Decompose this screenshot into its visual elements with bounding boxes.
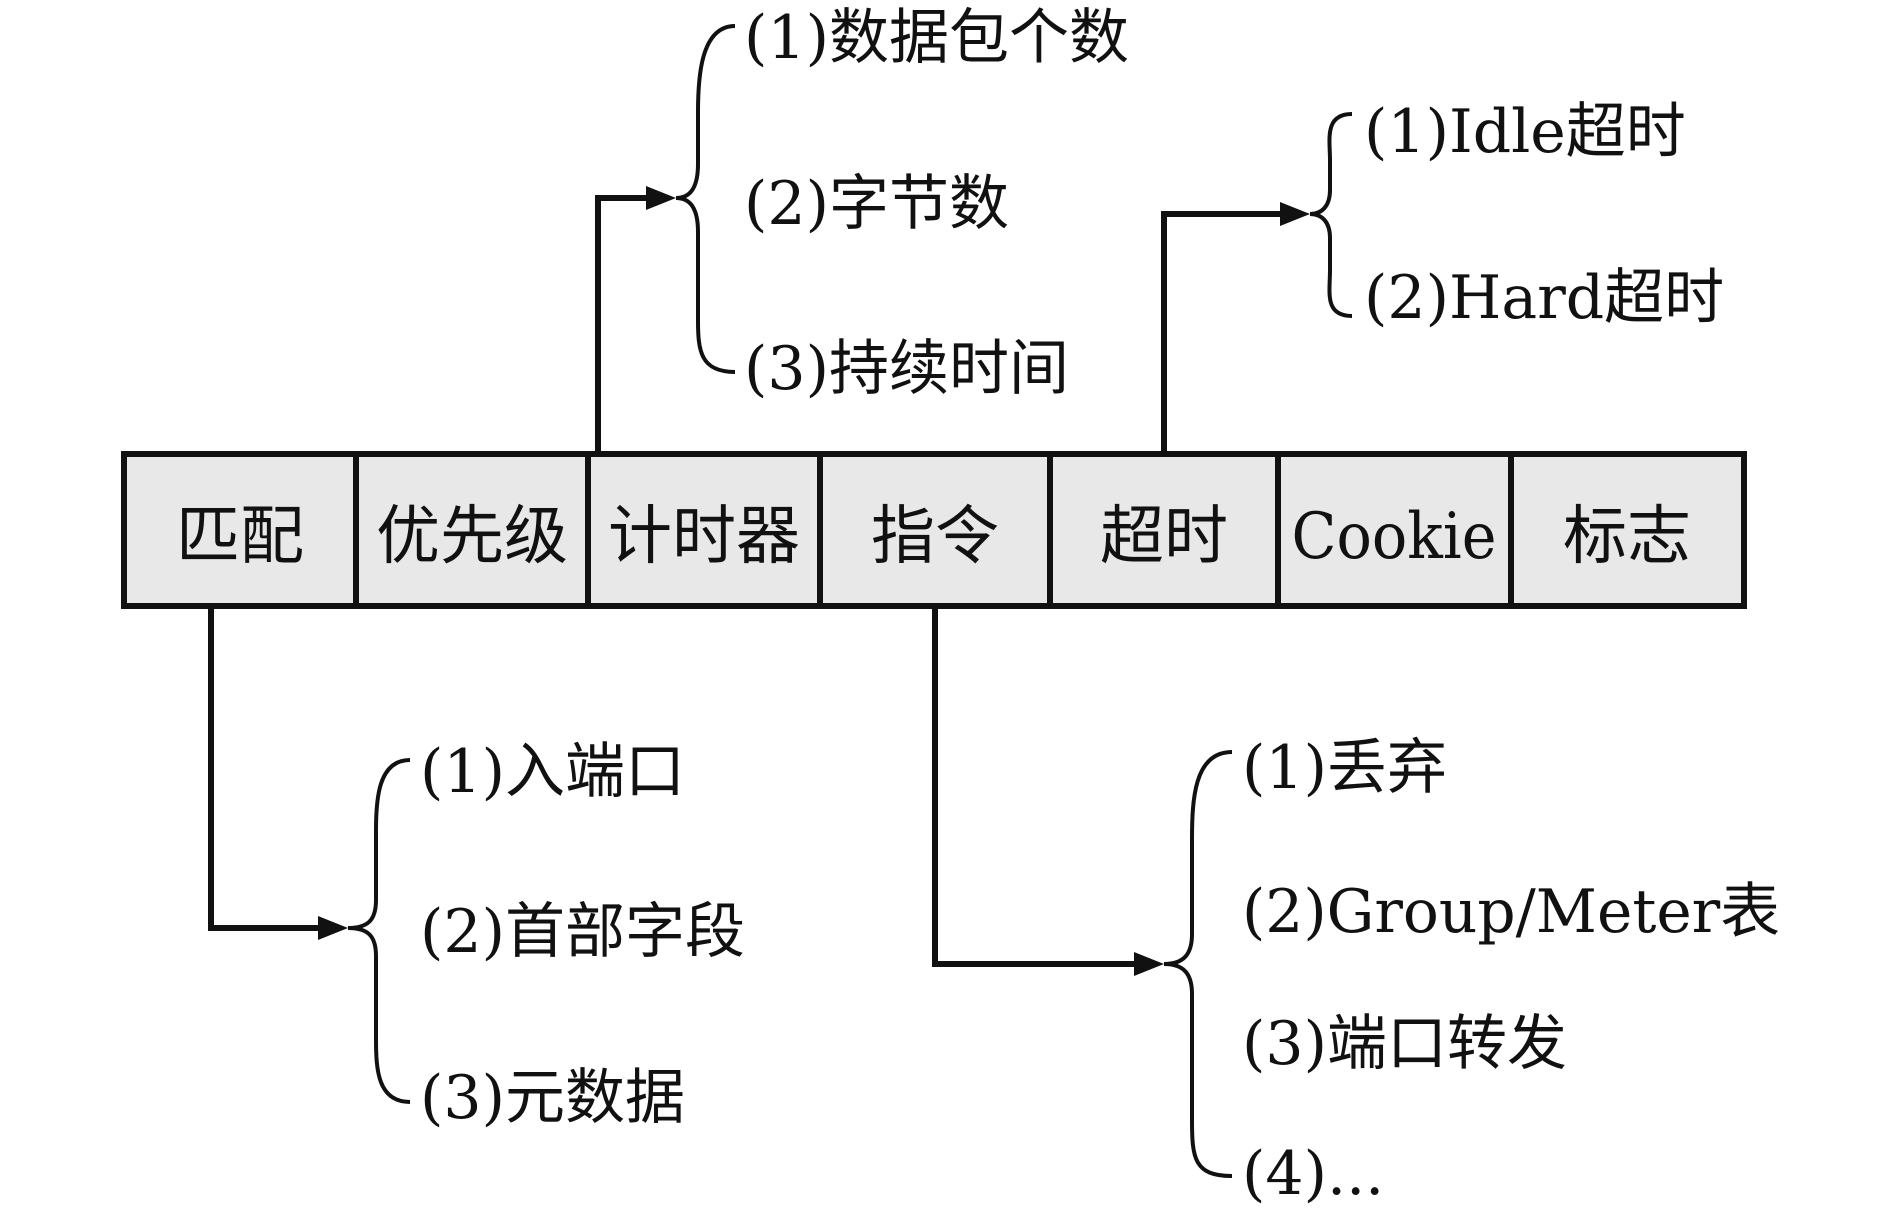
instructions-brace <box>1163 750 1233 1178</box>
timer-group: (1)数据包个数 (2)字节数 (3)持续时间 <box>595 3 1129 454</box>
instructions-item-4: (4)... <box>1242 1139 1384 1209</box>
timeout-connector <box>1161 211 1286 454</box>
field-label-timeout: 超时 <box>1100 500 1228 574</box>
field-cell-flags <box>1508 451 1747 609</box>
timeout-arrowhead <box>1280 202 1310 226</box>
timer-item-1: (1)数据包个数 <box>744 3 1129 73</box>
match-item-1: (1)入端口 <box>420 737 685 807</box>
match-brace <box>347 758 411 1104</box>
instructions-connector <box>932 606 1140 967</box>
field-cell-cookie <box>1275 451 1514 609</box>
field-label-priority: 优先级 <box>376 500 568 574</box>
timer-arrowhead <box>646 186 676 210</box>
timeout-group: (1)Idle超时 (2)Hard超时 <box>1161 97 1724 454</box>
match-arrowhead <box>318 916 348 940</box>
timeout-item-1: (1)Idle超时 <box>1364 97 1686 167</box>
match-connector <box>208 606 324 931</box>
field-label-timer: 计时器 <box>608 500 800 574</box>
instructions-item-3: (3)端口转发 <box>1242 1009 1567 1079</box>
instructions-item-1: (1)丢弃 <box>1242 733 1447 803</box>
field-cell-match <box>121 451 359 609</box>
field-cell-timer <box>585 451 823 609</box>
instructions-item-2: (2)Group/Meter表 <box>1242 877 1780 947</box>
instructions-arrowhead <box>1134 952 1164 976</box>
match-group: (1)入端口 (2)首部字段 (3)元数据 <box>208 606 745 1133</box>
field-label-cookie: Cookie <box>1292 500 1497 574</box>
timer-connector <box>595 195 652 454</box>
match-item-3: (3)元数据 <box>420 1063 685 1133</box>
timeout-item-2: (2)Hard超时 <box>1364 263 1724 333</box>
field-label-flags: 标志 <box>1563 500 1691 574</box>
instructions-group: (1)丢弃 (2)Group/Meter表 (3)端口转发 (4)... <box>932 606 1780 1209</box>
match-item-2: (2)首部字段 <box>420 897 745 967</box>
timer-item-3: (3)持续时间 <box>744 334 1069 404</box>
field-cell-timeout <box>1047 451 1281 609</box>
field-cell-priority <box>353 451 591 609</box>
field-row: 匹配 优先级 计时器 指令 超时 Cookie 标志 <box>121 451 1747 609</box>
field-label-match: 匹配 <box>176 500 304 574</box>
field-label-instructions: 指令 <box>871 500 999 574</box>
timeout-brace <box>1309 112 1353 318</box>
timer-brace <box>675 24 736 374</box>
timer-item-2: (2)字节数 <box>744 169 1009 239</box>
